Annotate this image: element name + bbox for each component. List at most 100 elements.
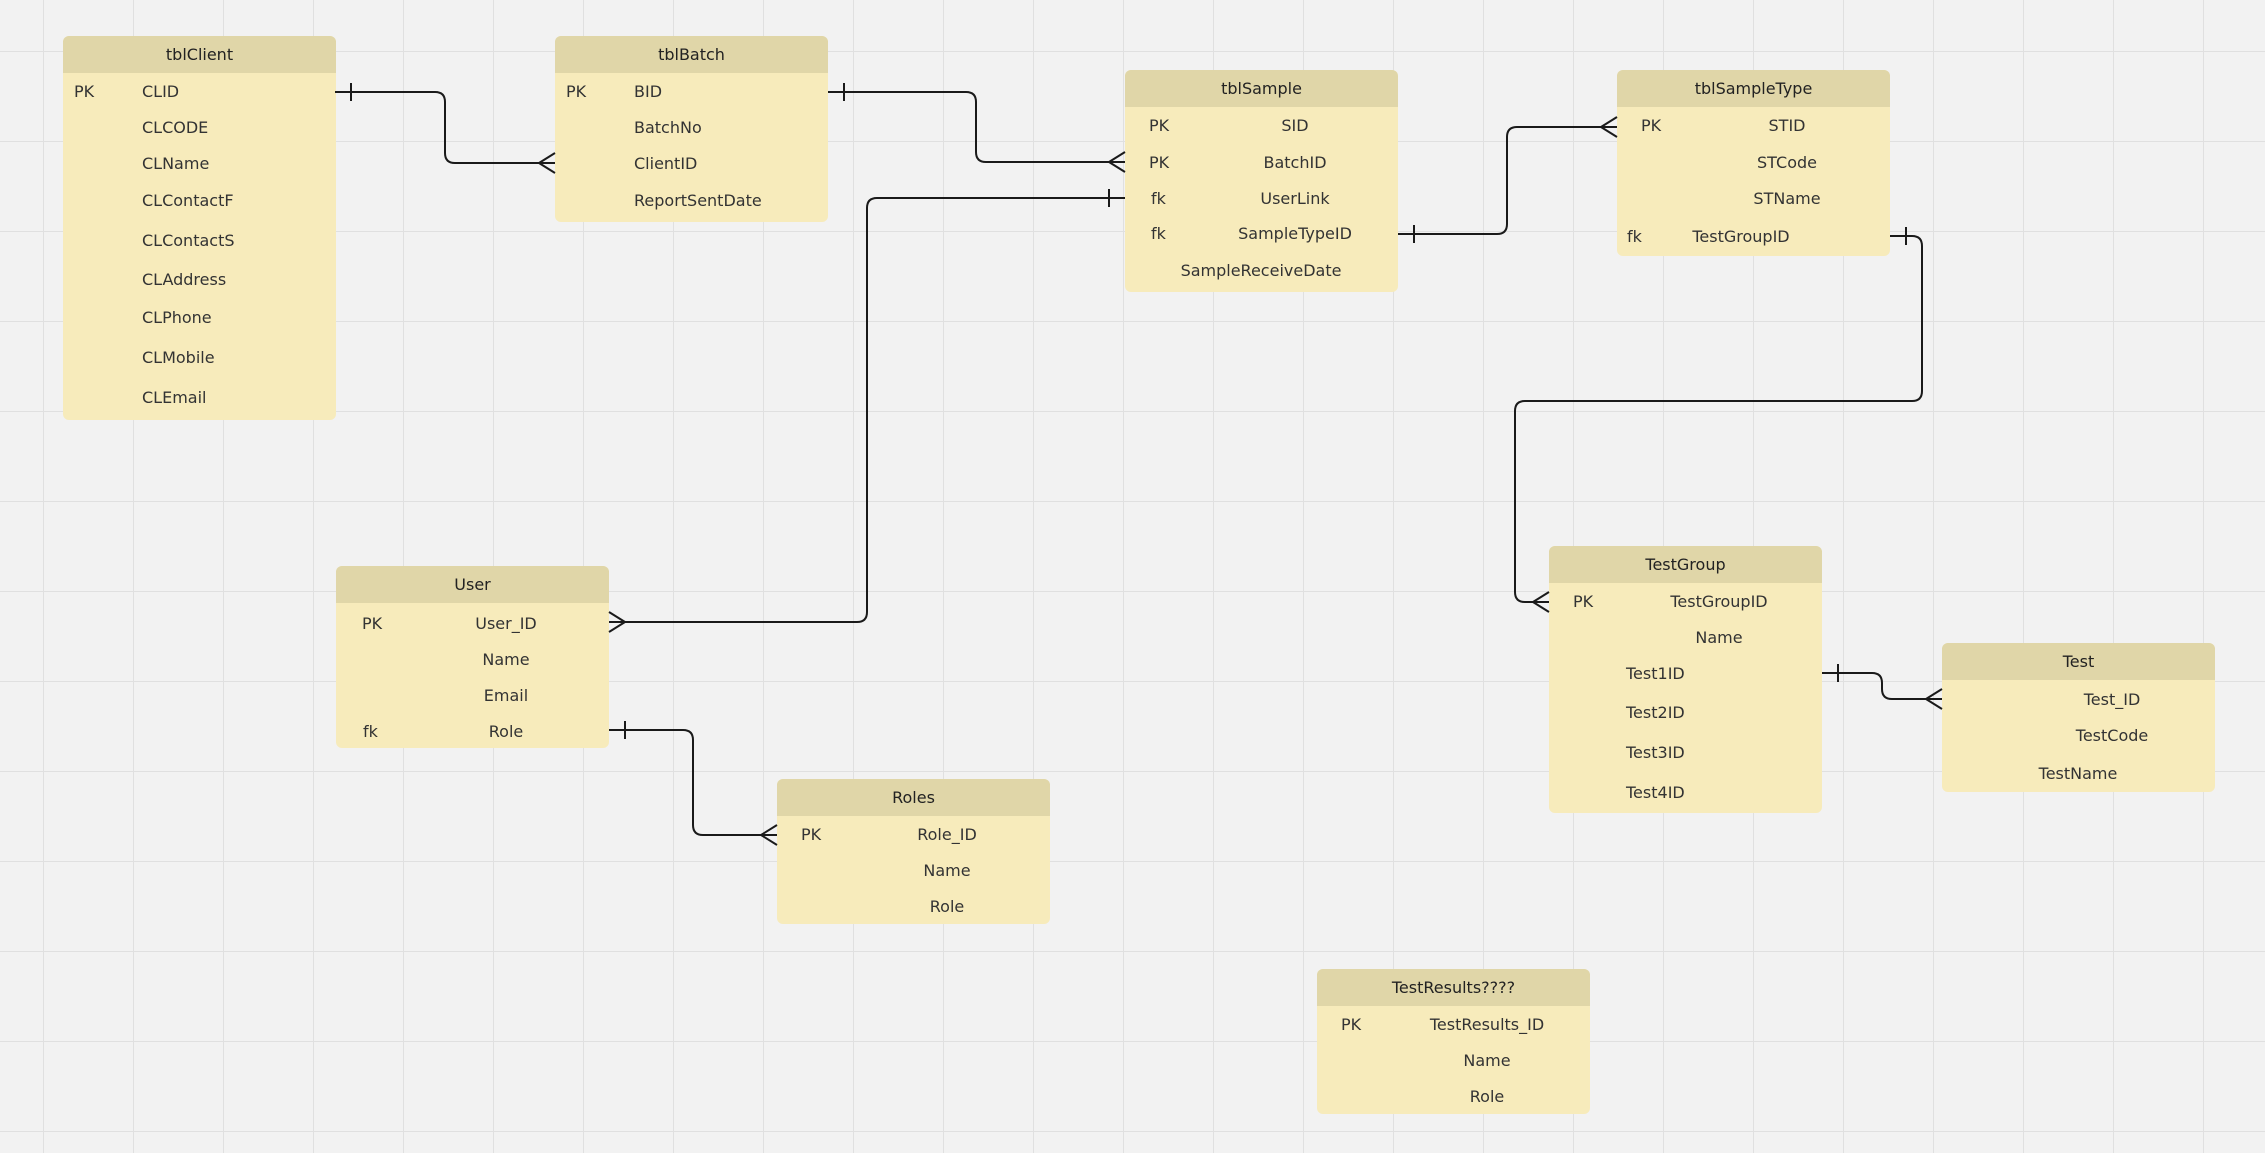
table-row: Test_ID [1942, 690, 2215, 710]
link-tblsample-user[interactable] [608, 189, 1125, 633]
table-row: ReportSentDate [555, 191, 828, 211]
field-name: CLContactF [142, 191, 234, 210]
table-row: PK BID [555, 82, 828, 102]
table-row: CLContactF [63, 191, 336, 211]
field-name: CLAddress [142, 270, 227, 289]
connector-line [828, 91, 1125, 163]
link-tblbatch-tblsample[interactable] [828, 83, 1126, 173]
table-row: Name [336, 650, 609, 670]
key-label: PK [1641, 116, 1662, 135]
table-row: Test1ID [1549, 664, 1822, 684]
field-name: Test4ID [1626, 783, 1685, 802]
field-name: BID [634, 82, 663, 101]
table-row: Test2ID [1549, 703, 1822, 723]
key-label: PK [74, 82, 95, 101]
table-row: STCode [1617, 153, 1890, 173]
field-name: TestGroupID [1670, 592, 1768, 611]
field-name: Test2ID [1626, 703, 1685, 722]
field-name: User_ID [475, 614, 537, 633]
link-tblsample-tblsampletype[interactable] [1398, 116, 1618, 243]
entity-roles[interactable]: Roles PK Role_ID Name Role [777, 779, 1050, 924]
field-name: CLEmail [142, 388, 207, 407]
table-row: fk Role [336, 722, 609, 742]
field-name: CLMobile [142, 348, 215, 367]
field-name: Test_ID [2083, 690, 2141, 709]
field-name: STCode [1757, 153, 1817, 172]
table-row: TestCode [1942, 726, 2215, 746]
field-name: Name [482, 650, 530, 669]
table-row: fk SampleTypeID [1125, 224, 1398, 244]
table-row: CLEmail [63, 388, 336, 408]
entity-title: tblSampleType [1617, 70, 1890, 107]
table-row: BatchNo [555, 118, 828, 138]
field-name: CLName [142, 154, 210, 173]
table-row: fk TestGroupID [1617, 227, 1890, 247]
field-name: Name [1695, 628, 1743, 647]
link-testgroup-test[interactable] [1822, 664, 1943, 710]
field-name: UserLink [1260, 189, 1330, 208]
table-row: CLMobile [63, 348, 336, 368]
many-end-marker [1925, 688, 1943, 710]
entity-tblclient[interactable]: tblClient PK CLID CLCODE CLName CLContac… [63, 36, 336, 420]
entity-test[interactable]: Test Test_ID TestCode TestName [1942, 643, 2215, 792]
entity-tblsample[interactable]: tblSample PK SID PK BatchID fk UserLink … [1125, 70, 1398, 292]
entity-testgroup[interactable]: TestGroup PK TestGroupID Name Test1ID Te… [1549, 546, 1822, 813]
entity-title: User [336, 566, 609, 603]
field-name: Email [483, 686, 529, 705]
many-end-marker [538, 152, 556, 174]
field-name: Test3ID [1626, 743, 1685, 762]
connector-line [1398, 126, 1617, 235]
field-name: ReportSentDate [634, 191, 762, 210]
table-row: PK STID [1617, 116, 1890, 136]
many-end-marker [1532, 591, 1550, 613]
table-row: CLCODE [63, 118, 336, 138]
link-user-roles[interactable] [609, 721, 778, 846]
field-name: Name [923, 861, 971, 880]
table-row: ClientID [555, 154, 828, 174]
table-row: PK TestResults_ID [1317, 1015, 1590, 1035]
field-name: ClientID [634, 154, 698, 173]
table-row: SampleReceiveDate [1125, 261, 1398, 281]
field-name: TestGroupID [1692, 227, 1790, 246]
table-row: Name [777, 861, 1050, 881]
entity-testresults[interactable]: TestResults???? PK TestResults_ID Name R… [1317, 969, 1590, 1114]
key-label: fk [363, 722, 378, 741]
entity-title: TestResults???? [1317, 969, 1590, 1006]
table-row: Test3ID [1549, 743, 1822, 763]
field-name: Role_ID [917, 825, 977, 844]
entity-title: tblBatch [555, 36, 828, 73]
connector-line [609, 197, 1125, 623]
table-row: fk UserLink [1125, 189, 1398, 209]
link-tblclient-tblbatch[interactable] [335, 83, 556, 174]
table-row: Email [336, 686, 609, 706]
key-label: PK [362, 614, 383, 633]
table-row: Test4ID [1549, 783, 1822, 803]
field-name: CLCODE [142, 118, 209, 137]
table-row: Name [1317, 1051, 1590, 1071]
table-row: TestName [1942, 764, 2215, 784]
field-name: CLContactS [142, 231, 235, 250]
key-label: fk [1627, 227, 1642, 246]
connector-line [335, 91, 555, 164]
field-name: TestCode [2075, 726, 2149, 745]
field-name: Role [488, 722, 524, 741]
key-label: PK [1573, 592, 1594, 611]
entity-title: Test [1942, 643, 2215, 680]
key-label: PK [1149, 153, 1170, 172]
field-name: Role [1469, 1087, 1505, 1106]
many-end-marker [608, 611, 626, 633]
many-end-marker [1108, 151, 1126, 173]
key-label: PK [1149, 116, 1170, 135]
key-label: PK [801, 825, 822, 844]
entity-tblbatch[interactable]: tblBatch PK BID BatchNo ClientID ReportS… [555, 36, 828, 222]
table-row: PK TestGroupID [1549, 592, 1822, 612]
field-name: BatchID [1263, 153, 1327, 172]
entity-user[interactable]: User PK User_ID Name Email fk Role [336, 566, 609, 748]
table-row: CLName [63, 154, 336, 174]
table-row: PK User_ID [336, 614, 609, 634]
table-row: CLPhone [63, 308, 336, 328]
field-name: SID [1281, 116, 1309, 135]
field-name: STID [1768, 116, 1806, 135]
entity-tblsampletype[interactable]: tblSampleType PK STID STCode STName fk T… [1617, 70, 1890, 256]
